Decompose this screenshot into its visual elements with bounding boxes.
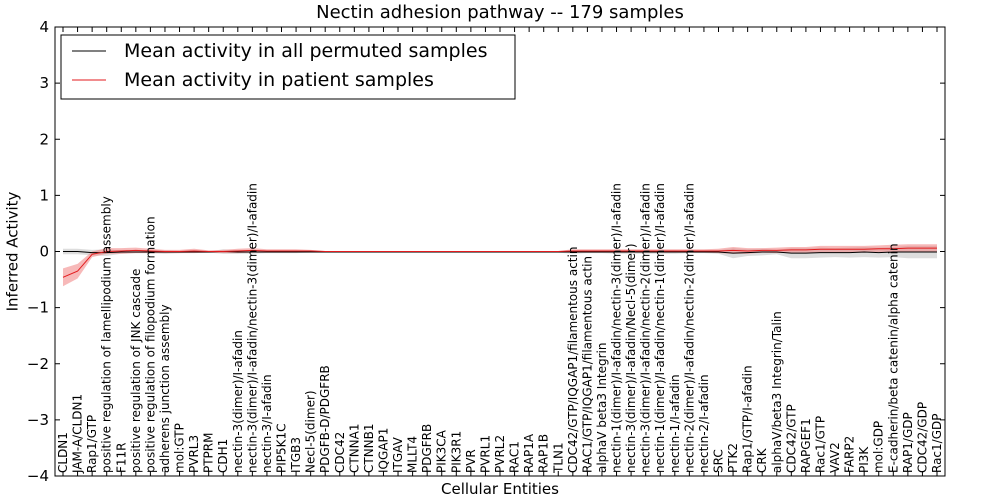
x-tick-label: TLN1 [551,442,565,474]
x-tick-label: nectin-3/I-afadin [260,374,274,473]
chart-title: Nectin adhesion pathway -- 179 samples [316,2,684,23]
x-tick-label: alphaV/beta3 Integrin/Talin [770,311,784,473]
x-tick-label: positive regulation of JNK cascade [129,269,143,473]
legend: Mean activity in all permuted samplesMea… [60,34,516,100]
x-tick-label: RAP1/GDP [901,412,915,473]
x-tick-label: RAP1B [537,434,551,473]
x-tick-label: PTK2 [726,443,740,473]
x-tick-label: CDC42/GTP [784,404,798,473]
legend-box [60,34,516,100]
x-tick-label: nectin-2/I-afadin [697,374,711,473]
y-tick-label: −3 [27,411,49,429]
y-tick-label: 1 [39,186,49,204]
x-tick-label: E-cadherin/beta catenin/alpha catenin [886,243,900,473]
x-tick-label: CDC42/GDP [915,402,929,473]
y-tick-label: 3 [39,74,49,92]
x-tick-label: PIK3CA [435,429,449,473]
x-tick-label: nectin-1(dimer)/I-afadin/nectin-1(dimer)… [653,183,667,473]
x-tick-label: PDGFB-D/PDGFRB [318,365,332,473]
x-tick-label: IQGAP1 [376,428,390,473]
y-axis: −4 −3 −2 −1 0 1 2 3 4 [27,18,945,485]
y-tick-label: −4 [27,467,49,485]
y-tick-label: −2 [27,355,49,373]
x-tick-label: PVRL2 [493,435,507,473]
x-tick-label: mol:GDP [872,421,886,473]
x-tick-label: CTNNA1 [347,423,361,473]
x-tick-label: Rap1/GTP [85,415,99,473]
x-tick-label: nectin-3(dimer)/I-afadin/nectin-2(dimer)… [639,183,653,473]
x-tick-label: adherens junction assembly [158,304,172,473]
x-tick-label: CDC42 [333,432,347,473]
y-tick-label: 4 [39,18,49,36]
x-tick-label: nectin-3(dimer)/I-afadin [231,330,245,473]
x-tick-label: PVRL1 [478,435,492,473]
x-tick-label: VAV2 [828,442,842,473]
x-tick-label: PIP5K1C [275,423,289,473]
x-tick-label: ITGAV [391,436,405,473]
x-tick-label: PTPRM [202,433,216,474]
x-tick-label: nectin-1/I-afadin [668,374,682,473]
x-tick-label: PDGFRB [420,424,434,473]
legend-label-2: Mean activity in patient samples [124,69,434,91]
x-tick-label: JAM-A/CLDN1 [71,394,85,474]
x-tick-label: PVRL3 [187,435,201,473]
x-tick-label: Rac1/GDP [930,414,944,473]
y-tick-label: 0 [39,243,49,261]
x-tick-label: CLDN1 [56,432,70,473]
x-tick-label: CDC42/GTP/IQGAP1/filamentous actin [566,247,580,473]
x-tick-label: MLLT4 [406,436,420,473]
x-tick-label: RAP1A [522,433,536,473]
x-tick-label: nectin-1(dimer)/I-afadin/nectin-3(dimer)… [610,183,624,473]
x-axis-label: Cellular Entities [441,480,559,498]
y-axis-label: Inferred Activity [3,191,21,311]
x-tick-label: Rap1/GTP/I-afadin [741,365,755,473]
x-tick-label: Rac1/GTP [813,416,827,473]
series-line-1 [63,250,937,254]
x-tick-label: F11R [114,442,128,473]
legend-label-1: Mean activity in all permuted samples [124,40,487,62]
series-line-2 [62,247,937,278]
x-tick-label: CDH1 [216,439,230,473]
x-tick-label: positive regulation of lamellipodium ass… [100,196,114,473]
x-tick-label: nectin-3(dimer)/I-afadin/nectin-3(dimer)… [245,183,259,473]
series-lines [62,247,937,278]
x-tick-label: PIK3R1 [449,431,463,473]
x-tick-label: FARP2 [843,436,857,473]
y-tick-label: 2 [39,130,49,148]
x-tick-label: ITGB3 [289,437,303,473]
x-tick-label: positive regulation of filopodium format… [143,216,157,473]
y-tick-label: −1 [27,299,49,317]
x-tick-label: RAC1 [508,441,522,473]
confidence-band-2 [63,244,937,287]
x-tick-label: CTNNB1 [362,423,376,473]
x-tick-label: CRK [755,447,769,473]
x-tick-label: RAC1/GTP/IQGAP1/filamentous actin [580,256,594,473]
x-tick-label: SRC [712,449,726,473]
x-tick-label: Necl-5(dimer) [304,390,318,473]
x-tick-label: nectin-2(dimer)/I-afadin/nectin-2(dimer)… [682,183,696,473]
x-tick-label: RAPGEF1 [799,418,813,473]
x-tick-label: alphaV beta3 Integrin [595,342,609,473]
x-tick-label: PI3K [857,446,871,473]
x-tick-label: PVR [464,449,478,473]
x-tick-label: nectin-3(dimer)/I-afadin/Necl-5(dimer) [624,243,638,473]
x-tick-label: mol:GTP [173,423,187,473]
